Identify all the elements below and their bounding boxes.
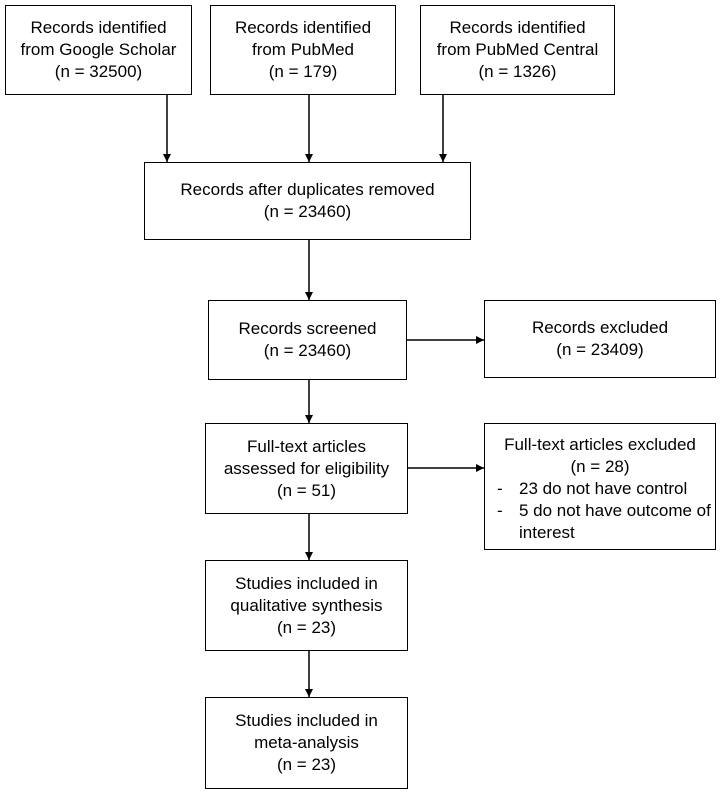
full-text-line2: assessed for eligibility	[223, 458, 390, 478]
full-text-excluded-count: (n = 28)	[570, 457, 630, 476]
exclusion-reason-bullet: -	[497, 479, 503, 498]
pubmed-central-count: (n = 1326)	[478, 62, 557, 81]
meta-analysis-count: (n = 23)	[276, 755, 337, 774]
box-meta-analysis: Studies included in meta-analysis (n = 2…	[205, 697, 408, 789]
box-qualitative-synthesis: Studies included in qualitative synthesi…	[205, 560, 408, 651]
exclusion-reason-text: 23 do not have control	[519, 479, 688, 498]
qualitative-line2: qualitative synthesis	[230, 595, 383, 615]
box-pubmed: Records identified from PubMed (n = 179)	[210, 5, 396, 95]
qualitative-line1: Studies included in	[235, 573, 378, 593]
records-excluded-count: (n = 23409)	[556, 340, 644, 359]
google-scholar-line2: from Google Scholar	[20, 40, 177, 59]
exclusion-reason-item: - 23 do not have control	[497, 478, 715, 500]
box-full-text-assessed: Full-text articles assessed for eligibil…	[205, 423, 408, 514]
full-text-excluded-line1: Full-text articles excluded	[504, 435, 696, 454]
box-records-screened: Records screened (n = 23460)	[208, 300, 407, 380]
box-full-text-excluded: Full-text articles excluded (n = 28) - 2…	[484, 423, 716, 550]
box-records-excluded: Records excluded (n = 23409)	[484, 300, 716, 378]
pubmed-line1: Records identified	[234, 18, 372, 37]
exclusion-reason-bullet: -	[497, 501, 503, 520]
duplicates-removed-count: (n = 23460)	[263, 202, 352, 221]
pubmed-count: (n = 179)	[268, 62, 338, 81]
pubmed-central-line2: from PubMed Central	[436, 40, 599, 59]
pubmed-central-line1: Records identified	[449, 18, 586, 37]
exclusion-reasons-list: - 23 do not have control - 5 do not have…	[485, 478, 715, 544]
records-screened-count: (n = 23460)	[263, 341, 352, 360]
full-text-count: (n = 51)	[276, 480, 337, 500]
duplicates-removed-line1: Records after duplicates removed	[180, 180, 435, 199]
pubmed-line2: from PubMed	[251, 40, 355, 59]
exclusion-reason-text: 5 do not have outcome of interest	[519, 501, 711, 542]
records-screened-line1: Records screened	[238, 319, 377, 338]
qualitative-count: (n = 23)	[276, 617, 337, 637]
exclusion-reason-item: - 5 do not have outcome of interest	[497, 500, 715, 544]
google-scholar-count: (n = 32500)	[54, 62, 143, 81]
box-duplicates-removed: Records after duplicates removed (n = 23…	[144, 162, 471, 240]
box-pubmed-central: Records identified from PubMed Central (…	[420, 5, 615, 95]
meta-analysis-line2: meta-analysis	[254, 733, 359, 752]
full-text-line1: Full-text articles	[246, 436, 367, 456]
meta-analysis-line1: Studies included in	[235, 711, 378, 730]
google-scholar-line1: Records identified	[30, 18, 167, 37]
records-excluded-line1: Records excluded	[531, 318, 669, 337]
box-google-scholar: Records identified from Google Scholar (…	[5, 5, 192, 95]
